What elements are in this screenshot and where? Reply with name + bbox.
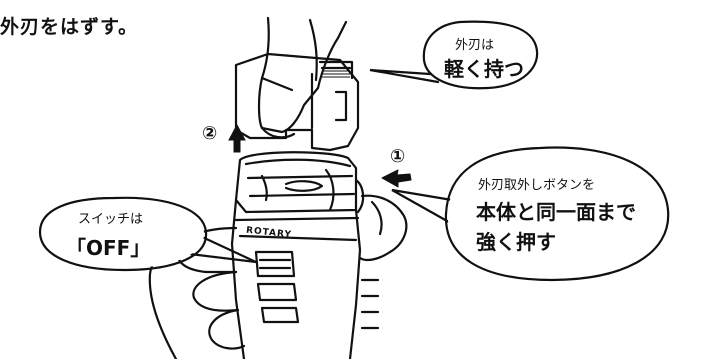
callout-switch-line2: 「OFF」 [66,236,151,260]
instruction-heading: 外刃をはずす。 [0,16,139,38]
step-two-label: ② [202,123,218,144]
callout-release-line2: 本体と同一面まで [476,200,636,224]
callout-switch-line1: スイッチは [78,212,144,227]
power-switch [254,250,296,278]
outer-blade [234,52,360,152]
step-one-label: ① [390,146,406,167]
upper-hand [257,16,348,134]
shaver-body [230,198,246,359]
callout-release [444,146,670,282]
arrow-up-icon [228,123,246,153]
callout-release-line3: 強く押す [476,230,556,254]
callout-switch [38,196,208,272]
arrow-left-icon [381,169,412,188]
callout-outer-blade-line2: 軽く持つ [444,57,524,81]
callout-release-line1: 外刃取外しボタンを [478,178,596,193]
thumb [358,194,408,262]
callout-outer-blade-line1: 外刃は [455,38,495,53]
release-button [354,178,365,214]
callout-outer-blade [422,20,539,90]
